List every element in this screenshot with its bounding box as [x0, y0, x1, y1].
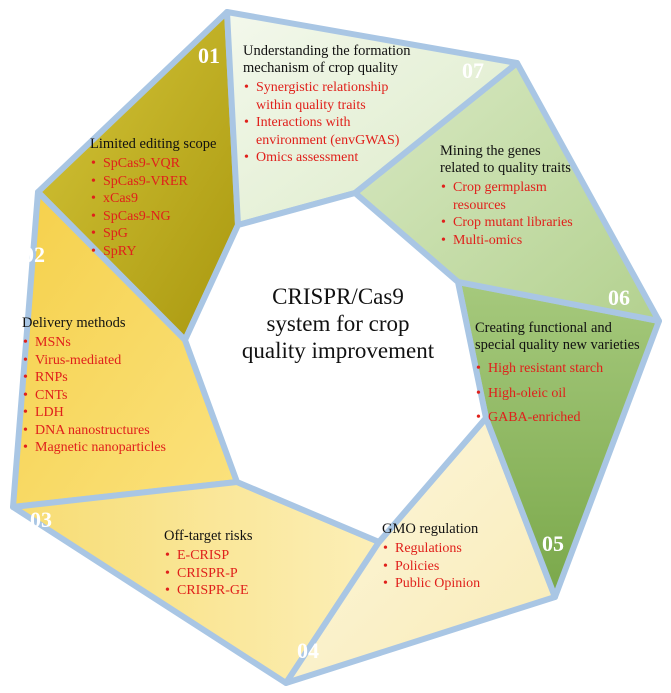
segment-number-04: 04	[297, 638, 319, 663]
segment-item-list: Crop germplasm resources Crop mutant lib…	[440, 179, 580, 249]
segment-heading: Off-target risks	[164, 528, 253, 544]
list-item: SpRY	[90, 243, 240, 261]
list-item: LDH	[22, 404, 202, 422]
list-item: Multi-omics	[440, 232, 580, 250]
segment-heading: Creating functional and	[475, 320, 612, 336]
list-item: High-oleic oil	[475, 385, 660, 403]
segment-02-delivery-methods: Delivery methods MSNs Virus-mediated RNP…	[22, 315, 202, 457]
list-item: Crop germplasm resources	[440, 179, 580, 214]
list-item: Public Opinion	[382, 575, 522, 593]
segment-03-off-target-risks: Off-target risks E-CRISP CRISPR-P CRISPR…	[164, 528, 314, 600]
list-item: xCas9	[90, 190, 240, 208]
list-item: High resistant starch	[475, 360, 660, 378]
center-title-line: system for crop	[266, 311, 410, 336]
segment-heading: GMO regulation	[382, 521, 479, 537]
center-title: CRISPR/Cas9 system for crop quality impr…	[233, 283, 443, 364]
segment-heading: Understanding the formation	[243, 43, 411, 59]
segment-item-list: High resistant starch High-oleic oil GAB…	[475, 360, 660, 427]
segment-04-gmo-regulation: GMO regulation Regulations Policies Publ…	[382, 521, 522, 593]
list-item: Omics assessment	[243, 149, 418, 167]
segment-number-02: 02	[23, 242, 45, 267]
segment-heading: Limited editing scope	[90, 136, 217, 152]
list-item: SpCas9-VRER	[90, 173, 240, 191]
segment-06-mining-genes: Mining the genes related to quality trai…	[440, 143, 605, 249]
segment-heading: mechanism of crop quality	[243, 60, 399, 76]
segment-number-05: 05	[542, 531, 564, 556]
center-title-line: CRISPR/Cas9	[272, 284, 404, 309]
list-item: Interactions with environment (envGWAS)	[243, 114, 418, 149]
segment-item-list: E-CRISP CRISPR-P CRISPR-GE	[164, 547, 314, 600]
segment-heading: Delivery methods	[22, 315, 126, 331]
list-item: MSNs	[22, 334, 202, 352]
list-item: Policies	[382, 558, 522, 576]
segment-07-understanding-formation: Understanding the formation mechanism of…	[243, 43, 443, 167]
list-item: E-CRISP	[164, 547, 314, 565]
segment-number-01: 01	[198, 43, 220, 68]
list-item: Crop mutant libraries	[440, 214, 580, 232]
center-title-line: quality improvement	[241, 338, 435, 363]
list-item: DNA nanostructures	[22, 422, 202, 440]
segment-item-list: Synergistic relationship within quality …	[243, 79, 418, 167]
list-item: SpCas9-VQR	[90, 155, 240, 173]
list-item: GABA-enriched	[475, 409, 660, 427]
list-item: SpG	[90, 225, 240, 243]
list-item: Regulations	[382, 540, 522, 558]
segment-item-list: SpCas9-VQR SpCas9-VRER xCas9 SpCas9-NG S…	[90, 155, 240, 260]
list-item: Virus-mediated	[22, 352, 202, 370]
segment-heading: Mining the genes	[440, 143, 541, 159]
segment-number-06: 06	[608, 285, 630, 310]
segment-number-07: 07	[462, 58, 484, 83]
list-item: CRISPR-GE	[164, 582, 314, 600]
segment-heading: special quality new varieties	[475, 337, 640, 353]
segment-number-03: 03	[30, 507, 52, 532]
list-item: RNPs	[22, 369, 202, 387]
list-item: Magnetic nanoparticles	[22, 439, 202, 457]
list-item: CNTs	[22, 387, 202, 405]
segment-05-new-varieties: Creating functional and special quality …	[475, 320, 660, 427]
segment-01-limited-editing-scope: Limited editing scope SpCas9-VQR SpCas9-…	[90, 136, 240, 260]
segment-heading: related to quality traits	[440, 160, 571, 176]
list-item: CRISPR-P	[164, 565, 314, 583]
list-item: SpCas9-NG	[90, 208, 240, 226]
segment-item-list: Regulations Policies Public Opinion	[382, 540, 522, 593]
segment-item-list: MSNs Virus-mediated RNPs CNTs LDH DNA na…	[22, 334, 202, 457]
list-item: Synergistic relationship within quality …	[243, 79, 418, 114]
